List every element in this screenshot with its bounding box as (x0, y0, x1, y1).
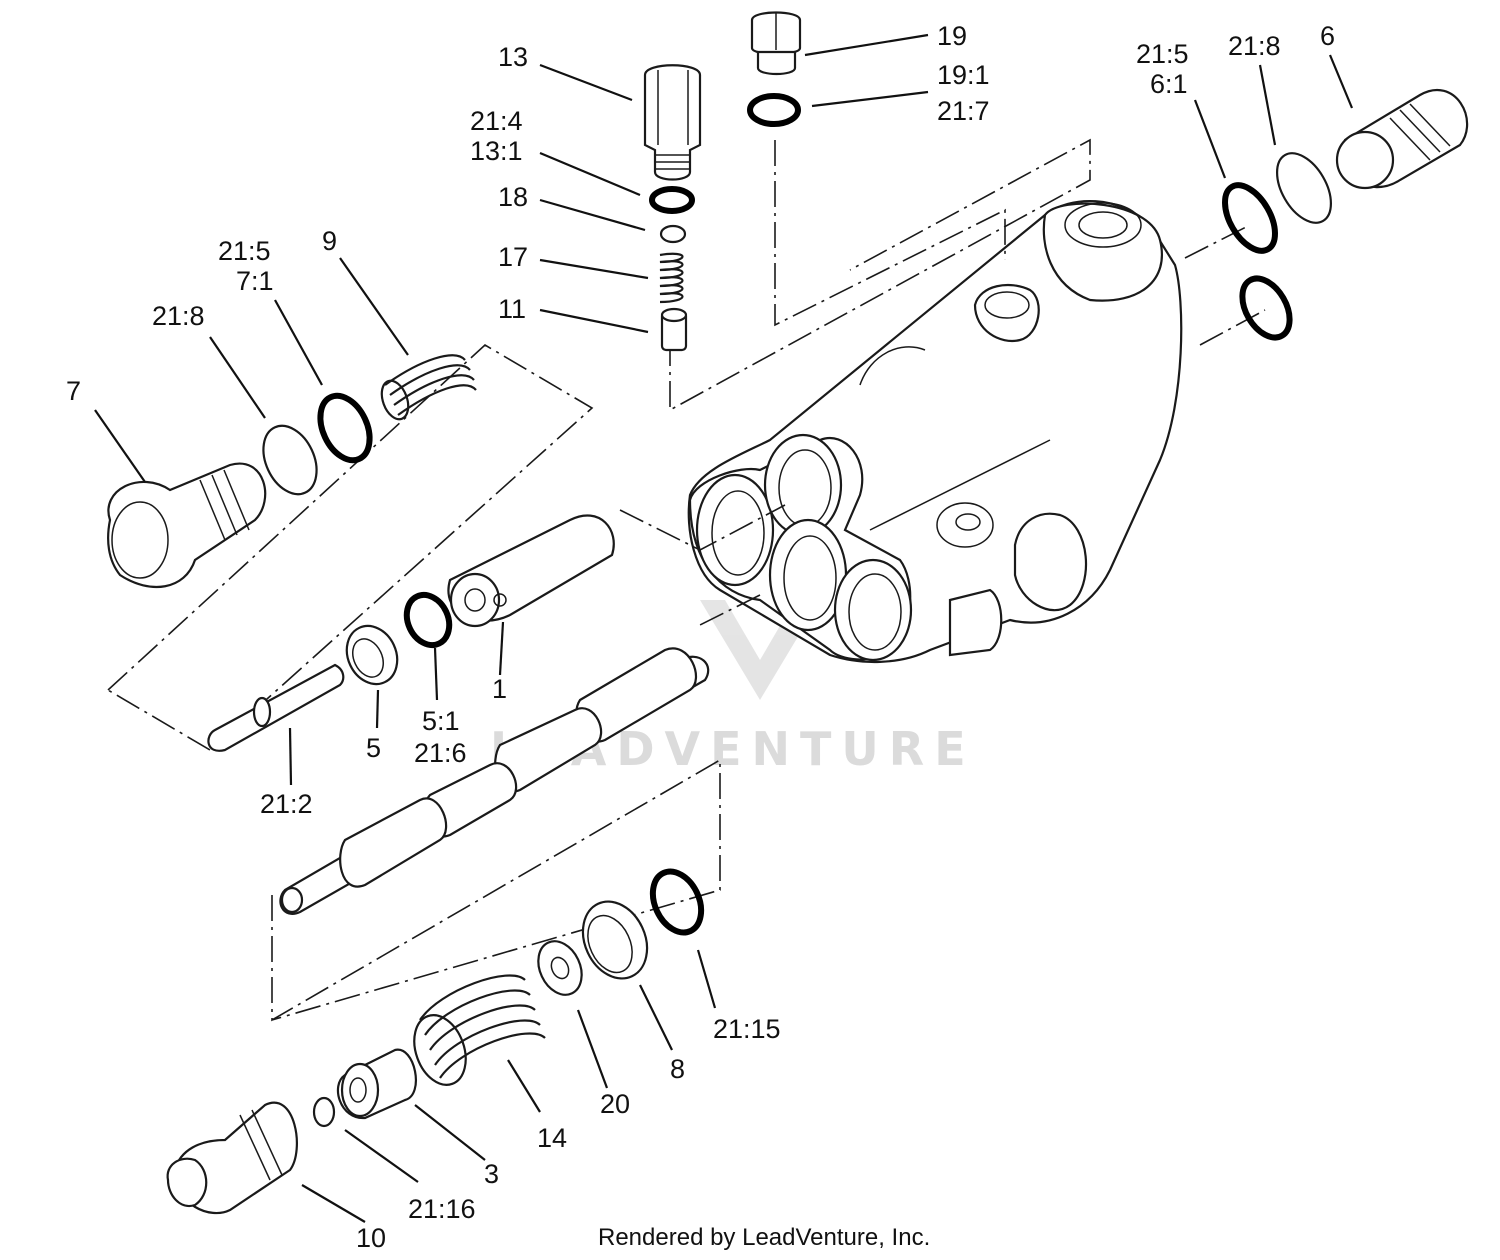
callout-21-4: 21:4 (470, 106, 523, 136)
callout-21-8-right: 21:8 (1228, 31, 1281, 61)
footer-credit: Rendered by LeadVenture, Inc. (598, 1224, 930, 1251)
callout-21-5-right: 21:5 (1136, 39, 1189, 69)
part-21-2-pin (207, 663, 345, 752)
part-oring-19-1 (747, 93, 801, 127)
part-oring-7-1 (317, 392, 373, 464)
part-17-spring (659, 252, 684, 304)
part-3-sleeve (336, 1048, 417, 1120)
main-spool (279, 647, 710, 915)
callout-21-16: 21:16 (408, 1194, 476, 1224)
callout-18: 18 (498, 182, 528, 212)
part-6-backup-ring (1275, 152, 1333, 224)
part-oring-21-15 (649, 868, 705, 936)
callout-11: 11 (498, 294, 526, 324)
callout-1: 1 (492, 674, 507, 704)
callout-3: 3 (484, 1159, 499, 1189)
callout-14: 14 (537, 1123, 567, 1153)
callout-13: 13 (498, 42, 528, 72)
part-19-plug (750, 11, 802, 76)
part-9-spring (380, 354, 477, 421)
part-10-plug (166, 1101, 298, 1215)
callout-21-15: 21:15 (713, 1014, 781, 1044)
callout-17: 17 (498, 242, 528, 272)
callout-21-6: 21:6 (414, 738, 467, 768)
callout-21-7: 21:7 (937, 96, 990, 126)
callout-19-1: 19:1 (937, 60, 990, 90)
callout-6: 6 (1320, 21, 1335, 51)
callout-21-5-left: 21:5 (218, 236, 271, 266)
part-1-spool-end (447, 514, 615, 628)
part-oring-6-1 (1222, 182, 1278, 254)
callout-19: 19 (937, 21, 967, 51)
part-oring-13-1 (649, 186, 695, 214)
part-7-backup-ring (262, 424, 318, 496)
part-8-cup (581, 900, 649, 980)
callout-labels: 13 19 19:1 21:7 21:4 13:1 18 17 11 21:5 … (66, 21, 1335, 1253)
part-21-16-ring (312, 1096, 336, 1128)
part-oring-5-1 (403, 591, 453, 649)
part-18-ball (659, 224, 687, 244)
part-6-plug (1335, 88, 1469, 190)
callout-13-1: 13:1 (470, 136, 523, 166)
part-oring-port (1239, 275, 1293, 341)
callout-10: 10 (356, 1223, 386, 1253)
callout-21-8-left: 21:8 (152, 301, 205, 331)
callout-20: 20 (600, 1089, 630, 1119)
callout-5-1: 5:1 (422, 706, 460, 736)
callout-5: 5 (366, 733, 381, 763)
callout-7-1: 7:1 (236, 266, 274, 296)
part-5-seal (345, 624, 399, 686)
part-13-cap (643, 64, 702, 181)
part-11-poppet (660, 307, 688, 352)
leader-lines (94, 33, 1354, 1223)
callout-8: 8 (670, 1054, 685, 1084)
callout-7: 7 (66, 376, 81, 406)
valve-body (687, 200, 1183, 664)
callout-6-1: 6:1 (1150, 69, 1188, 99)
part-7-plug (107, 462, 267, 589)
callout-21-2: 21:2 (260, 789, 313, 819)
callout-9: 9 (322, 226, 337, 256)
part-20-washer (537, 940, 583, 996)
part-14-spring (413, 974, 546, 1086)
